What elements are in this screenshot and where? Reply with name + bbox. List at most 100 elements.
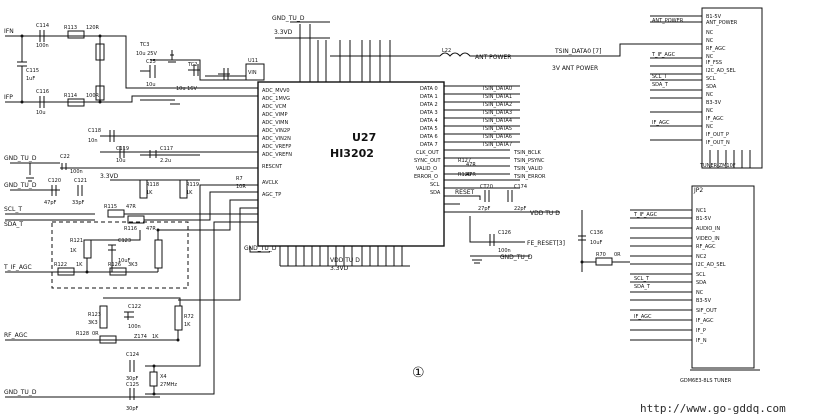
pin-label: DATA 5: [420, 126, 438, 132]
svg-text:C120: C120: [48, 178, 61, 184]
svg-text:R113: R113: [64, 25, 77, 31]
figure-number: ①: [412, 365, 425, 381]
pin-label: DATA 6: [420, 134, 438, 140]
svg-text:R118: R118: [146, 182, 159, 188]
c123-symbol: [108, 244, 116, 252]
svg-text:B1-5V: B1-5V: [706, 14, 722, 20]
junction-dots: [20, 34, 584, 396]
net-3v3-top: 3.3VD: [274, 29, 293, 36]
agc-to-chip: [158, 199, 258, 231]
svg-text:NC: NC: [696, 290, 704, 296]
r115-symbol: [107, 209, 125, 218]
svg-text:IF_AGC: IF_AGC: [706, 116, 724, 122]
svg-text:C174: C174: [514, 184, 527, 190]
svg-text:IF_AGC: IF_AGC: [696, 318, 714, 324]
net-label: TSIN_VALID: [513, 166, 543, 172]
agc-filter-wiring: [86, 230, 141, 272]
svg-text:22pF: 22pF: [514, 206, 527, 212]
net-gnd-left-2: GND_TU_D: [4, 182, 37, 189]
svg-text:1K: 1K: [186, 190, 193, 196]
gnd-tu-trace-top: [140, 99, 180, 105]
svg-text:3K3: 3K3: [88, 320, 98, 326]
svg-text:1K: 1K: [152, 334, 159, 340]
c117-symbol: [149, 150, 157, 158]
gnd-symbol-vref: [168, 50, 176, 63]
jp2-ref: JP2: [693, 187, 703, 194]
svg-text:0R: 0R: [614, 252, 621, 258]
svg-text:10u 16V: 10u 16V: [176, 86, 197, 92]
jp2-pin-traces: [630, 209, 692, 341]
svg-text:TC3: TC3: [139, 42, 149, 48]
net-label: IF_AGC: [652, 120, 670, 126]
ctrl-bus-traces: [444, 149, 510, 175]
svg-text:NC: NC: [706, 38, 714, 44]
pin-label: DATA 1: [420, 94, 438, 100]
svg-text:NC1: NC1: [696, 208, 706, 214]
tsin-data-labels: TSIN_DATA0 TSIN_DATA1 TSIN_DATA2 TSIN_DA…: [481, 86, 546, 180]
net-ant-power-net: 3V ANT POWER: [552, 65, 598, 72]
tc2-symbol: [188, 64, 200, 76]
svg-text:CT20: CT20: [480, 184, 493, 190]
net-vdd-right: VDD TU D: [530, 210, 560, 217]
reset-trace: [444, 195, 481, 205]
svg-text:27MHz: 27MHz: [160, 382, 177, 388]
svg-text:30pF: 30pF: [126, 376, 139, 382]
svg-text:NC2: NC2: [696, 254, 706, 260]
net-labels: IFN IFP GND_TU_D 3.3VD GND_TU_D GND_TU_D…: [3, 15, 601, 396]
svg-text:C136: C136: [590, 230, 603, 236]
svg-text:10n: 10n: [88, 138, 98, 144]
c119-symbol: [119, 146, 125, 158]
svg-text:IF_FSS: IF_FSS: [706, 60, 722, 66]
data-bus-traces: [444, 85, 520, 143]
pin-label: DATA 4: [420, 118, 438, 124]
net-ant-power: ANT POWER: [475, 54, 511, 61]
pin-label: ADC_VREFN: [262, 152, 292, 158]
net-scl: SCL_T: [4, 206, 22, 213]
net-gnd-crystal: GND_TU_D: [4, 389, 37, 396]
tc3-symbol: [218, 68, 230, 80]
pin-label: DATA 3: [420, 110, 438, 116]
svg-text:VIDEO_IN: VIDEO_IN: [696, 236, 720, 242]
net-label: TSIN_BCLK: [513, 150, 542, 156]
svg-text:100n: 100n: [36, 43, 49, 49]
c126-symbol: [489, 234, 495, 246]
svg-text:IF_N: IF_N: [696, 338, 707, 344]
svg-text:R72: R72: [184, 314, 194, 320]
svg-text:C125: C125: [126, 382, 139, 388]
svg-text:U11: U11: [248, 58, 258, 64]
gnd-tu-bottom-stub: [249, 246, 270, 253]
pin-label: SCL: [430, 182, 440, 188]
chip-right-pin-labels: DATA 0 DATA 1 DATA 2 DATA 3 DATA 4 DATA …: [414, 86, 442, 196]
svg-text:B1-5V: B1-5V: [696, 216, 712, 222]
net-vcc-3v3: 3.3VD: [100, 173, 119, 180]
svg-text:L22: L22: [442, 48, 451, 54]
jp-side-net-labels: ANT_POWER T_IF_AGC SCL_T SDA_T IF_AGC T_…: [633, 18, 684, 320]
net-label: SCL_T: [652, 74, 668, 80]
pin-label: ADC_1MVG: [262, 96, 290, 102]
pin-label: ADC_VIMN: [262, 120, 288, 126]
svg-text:Z174: Z174: [134, 334, 147, 340]
ifp-to-adc: [120, 95, 258, 103]
r123-symbol: [99, 305, 108, 329]
c122-symbol: [124, 311, 134, 320]
vcm-to-adc: [150, 59, 258, 81]
chip-top-power-rails: [275, 21, 330, 39]
r128-symbol: [99, 335, 117, 344]
svg-text:R70: R70: [596, 252, 606, 258]
net-label: TSIN_DATA5: [481, 126, 512, 132]
svg-text:100n: 100n: [498, 248, 511, 254]
net-label: IF_AGC: [634, 314, 652, 320]
svg-text:SIF_OUT: SIF_OUT: [696, 308, 718, 314]
pin-label: AGC_TP: [262, 192, 281, 198]
l22-inductor: [330, 52, 540, 57]
net-label: T_IF_AGC: [633, 212, 658, 218]
chip-top-pins: [299, 24, 391, 82]
svg-text:TC2: TC2: [187, 62, 197, 68]
svg-text:100R: 100R: [86, 93, 100, 99]
jp2-label: GDM6E3-8LS TUNER: [680, 378, 732, 384]
agc-filter-box: [51, 221, 189, 289]
svg-text:R121: R121: [70, 238, 83, 244]
svg-text:33pF: 33pF: [72, 200, 85, 206]
jp1-pin-labels: B1-5V ANT_POWER NC NC RF_AGC NC IF_FSS I…: [706, 14, 738, 146]
